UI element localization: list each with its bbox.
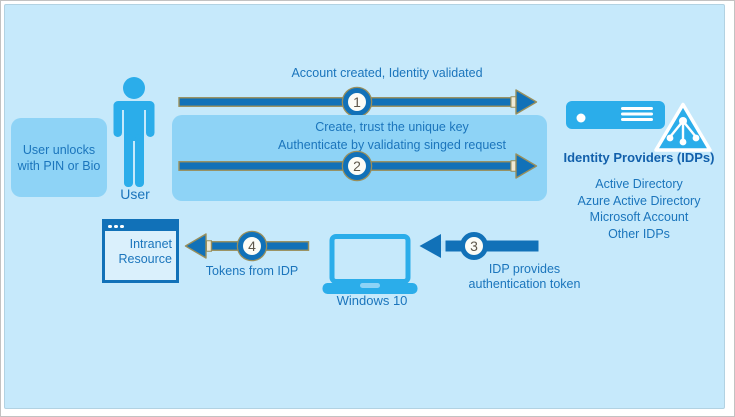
user-person-icon: [113, 77, 155, 187]
window-titlebar: [105, 222, 176, 231]
idp-provider-list: Active Directory Azure Active Directory …: [548, 176, 730, 242]
flow1-step-badge: 1: [343, 88, 371, 116]
flow4-step-badge: 4: [238, 232, 266, 260]
flow4-label: Tokens from IDP: [205, 264, 299, 278]
flow1-label: Account created, Identity validated: [291, 66, 483, 80]
flow3-label: IDP provides authentication token: [442, 262, 607, 292]
flow2-label-line1: Create, trust the unique key: [315, 120, 469, 134]
window-dot-icon: [114, 224, 118, 229]
idp-provider-item: Other IDPs: [608, 226, 670, 241]
flow3-label-line2: authentication token: [468, 277, 581, 291]
user-unlock-line2: with PIN or Bio: [17, 159, 101, 173]
idp-provider-item: Active Directory: [595, 177, 683, 191]
window-dot-icon: [120, 224, 124, 229]
laptop-label: Windows 10: [336, 293, 408, 308]
laptop-icon: [322, 234, 418, 294]
flow2-label-line2: Authenticate by validating singed reques…: [278, 138, 506, 152]
flow3-label-line1: IDP provides: [488, 262, 561, 276]
diagram-canvas: User unlocks with PIN or Bio User Accoun…: [4, 4, 725, 409]
user-unlock-line1: User unlocks: [22, 143, 96, 157]
idp-title: Identity Providers (IDPs): [563, 150, 715, 165]
server-icon: [566, 101, 712, 152]
intranet-line2: Resource: [118, 252, 173, 266]
network-share-triangle-icon: [654, 102, 712, 152]
browser-window-icon: Intranet Resource: [102, 219, 179, 283]
idp-provider-item: Azure Active Directory: [577, 193, 701, 208]
flow3-step-badge: 3: [460, 232, 488, 260]
user-label: User: [120, 186, 150, 202]
user-unlock-box: User unlocks with PIN or Bio: [11, 118, 107, 197]
window-dot-icon: [108, 224, 112, 229]
flow2-step-badge: 2: [343, 152, 371, 180]
intranet-line1: Intranet: [129, 237, 172, 251]
idp-provider-item: Microsoft Account: [589, 210, 689, 224]
flow3-arrow-icon: [419, 234, 539, 258]
